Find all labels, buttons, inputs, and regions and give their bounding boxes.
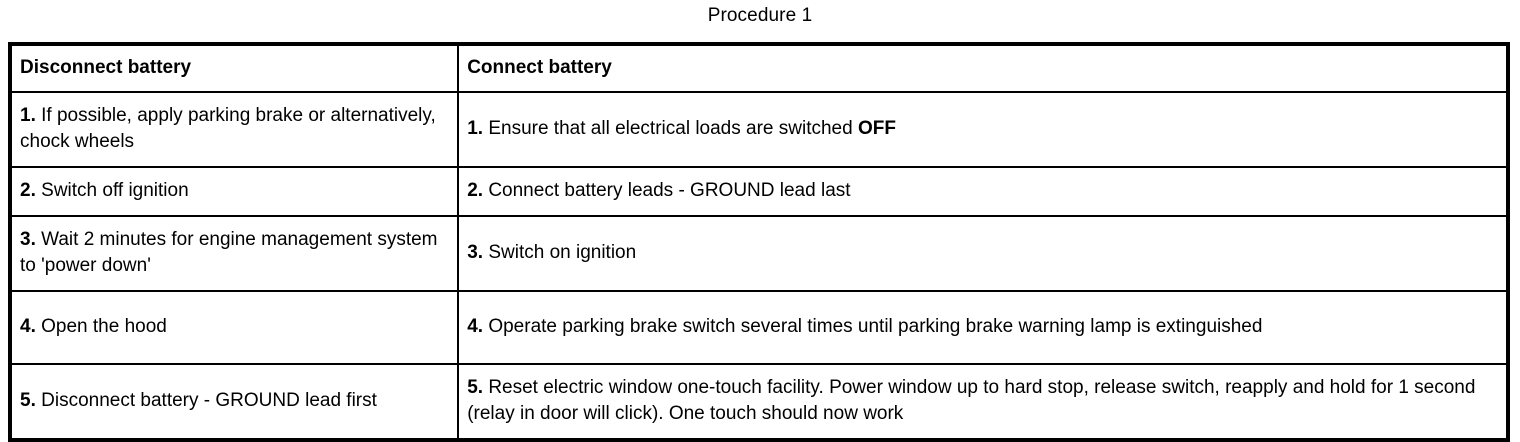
step-number: 2. — [20, 180, 36, 201]
table-row: 2. Switch off ignition 2. Connect batter… — [8, 166, 1509, 217]
column-header-connect: Connect battery — [457, 43, 1509, 93]
table-row: 4. Open the hood 4. Operate parking brak… — [8, 290, 1509, 365]
column-header-disconnect: Disconnect battery — [8, 43, 460, 93]
step-text: Switch off ignition — [41, 180, 189, 201]
step-text: If possible, apply parking brake or alte… — [20, 105, 436, 152]
step-number: 3. — [20, 229, 36, 250]
connect-step-1: 1. Ensure that all electrical loads are … — [457, 91, 1509, 168]
step-text: Connect battery leads - GROUND lead last — [488, 180, 851, 201]
procedure-page: Procedure 1 Disconnect battery Connect b… — [8, 5, 1510, 442]
connect-step-2: 2. Connect battery leads - GROUND lead l… — [457, 166, 1509, 217]
step-number: 1. — [467, 118, 484, 139]
step-number: 4. — [20, 316, 36, 337]
table-row: 1. If possible, apply parking brake or a… — [8, 91, 1509, 168]
disconnect-step-1: 1. If possible, apply parking brake or a… — [8, 91, 460, 168]
step-number: 2. — [467, 180, 484, 201]
page-title: Procedure 1 — [707, 5, 813, 26]
disconnect-step-2: 2. Switch off ignition — [8, 166, 460, 217]
step-text: Ensure that all electrical loads are swi… — [488, 118, 858, 139]
step-number: 3. — [467, 242, 484, 263]
disconnect-step-5: 5. Disconnect battery - GROUND lead firs… — [8, 363, 460, 441]
step-text: Disconnect battery - GROUND lead first — [41, 390, 377, 411]
table-header-row: Disconnect battery Connect battery — [8, 43, 1509, 93]
disconnect-step-4: 4. Open the hood — [8, 290, 460, 365]
table-row: 3. Wait 2 minutes for engine management … — [8, 215, 1509, 292]
step-emphasis: OFF — [857, 118, 896, 139]
step-number: 1. — [20, 105, 36, 126]
step-number: 4. — [467, 316, 484, 337]
disconnect-step-3: 3. Wait 2 minutes for engine management … — [8, 215, 460, 292]
step-text: Open the hood — [41, 316, 167, 337]
procedure-table: Disconnect battery Connect battery 1. If… — [8, 42, 1510, 442]
connect-step-4: 4. Operate parking brake switch several … — [457, 290, 1509, 365]
step-text: Operate parking brake switch several tim… — [488, 316, 1263, 337]
step-text: Wait 2 minutes for engine management sys… — [20, 229, 438, 276]
connect-step-3: 3. Switch on ignition — [457, 215, 1509, 292]
step-number: 5. — [467, 377, 484, 398]
table-row: 5. Disconnect battery - GROUND lead firs… — [8, 363, 1509, 441]
connect-step-5: 5. Reset electric window one-touch facil… — [457, 363, 1509, 441]
step-text: Switch on ignition — [488, 242, 637, 263]
step-text: Reset electric window one-touch facility… — [467, 377, 1476, 424]
step-number: 5. — [20, 390, 36, 411]
